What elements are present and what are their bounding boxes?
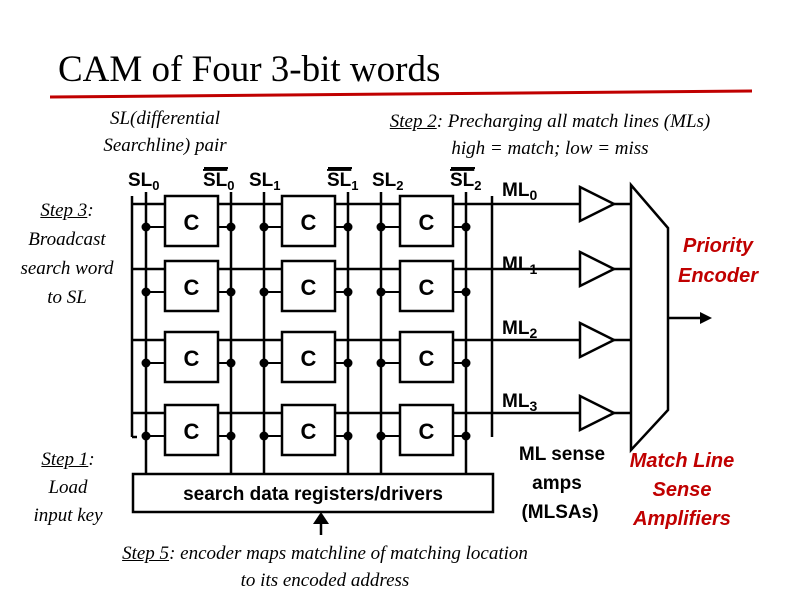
priority-label-line1: Priority: [683, 235, 754, 257]
cam-cell-r2-c0: [163, 330, 220, 384]
mlsa-red-line1: Match Line: [630, 450, 734, 472]
cam-cell-r2-c2: [398, 330, 455, 384]
cam-cell-label-r0-c0: C: [184, 210, 200, 235]
step2-line1: Step 2: Precharging all match lines (MLs…: [330, 108, 770, 135]
cam-cell-label-r3-c1: C: [301, 419, 317, 444]
searchline-label-3: SL1: [327, 170, 359, 193]
slide-title: CAM of Four 3-bit words: [58, 49, 441, 90]
step3-line1: Step 3:: [0, 196, 134, 225]
mlsa-red-line2: Sense: [653, 479, 712, 501]
cam-cell-r3-c1: [280, 403, 337, 457]
cam-cell-label-r1-c1: C: [301, 275, 317, 300]
searchline-label-4: SL2: [372, 170, 404, 193]
cam-cell-label-r3-c0: C: [184, 419, 200, 444]
mlsa-label-line3: (MLSAs): [521, 502, 598, 523]
matchline-label-3: ML3: [502, 391, 537, 414]
register-label: search data registers/drivers: [183, 484, 443, 505]
ml-sense-amp-3: [578, 393, 617, 433]
step3-line4: to SL: [47, 287, 87, 308]
input-arrow-head: [313, 512, 329, 524]
step5-text1: : encoder maps matchline of matching loc…: [169, 543, 528, 564]
cam-cell-r2-c1: [280, 330, 337, 384]
cam-cell-label-r2-c2: C: [419, 346, 435, 371]
title-underline: [49, 89, 753, 99]
matchline-label-0: ML0: [502, 180, 537, 203]
cam-cell-r3-c2: [398, 403, 455, 457]
step3-line3: search word: [20, 258, 114, 279]
step2-text1: : Precharging all match lines (MLs): [436, 111, 711, 132]
step3-line2: Broadcast: [28, 229, 106, 250]
searchline-label-0: SL0: [128, 170, 160, 193]
cam-cell-r0-c2: [398, 194, 455, 248]
ml-sense-amp-2: [578, 320, 617, 360]
step1-line2: Load: [48, 477, 88, 498]
step1-label: Step 1: [41, 449, 89, 470]
cam-cell-r1-c0: [163, 259, 220, 313]
search-lines: [144, 192, 468, 474]
ml-sense-amp-0: [578, 184, 617, 224]
priority-label-line2: Encoder: [678, 265, 759, 287]
step5-line2: to its encoded address: [240, 570, 410, 591]
step5-line1: Step 5: encoder maps matchline of matchi…: [55, 540, 595, 567]
cam-cells: C C C C C C C C C C C C: [141, 194, 471, 457]
sl-note-line1: SL(differential: [109, 108, 221, 129]
mlsa-label-line2: amps: [532, 473, 582, 494]
step2-note: Step 2: Precharging all match lines (MLs…: [330, 108, 770, 162]
cam-cell-label-r0-c1: C: [301, 210, 317, 235]
searchline-label-5: SL2: [450, 170, 482, 193]
searchline-label-2: SL1: [249, 170, 281, 193]
ml-sense-amp-1: [578, 249, 617, 289]
mlsa-label-line1: ML sense: [519, 444, 605, 465]
step1-text1: :: [88, 449, 95, 470]
step2-label: Step 2: [389, 111, 437, 132]
cam-cell-label-r1-c0: C: [184, 275, 200, 300]
step3-note: Step 3: Broadcast search word to SL: [0, 196, 134, 312]
encoder-output-arrowhead: [700, 312, 712, 324]
searchline-label-1: SL0: [203, 170, 235, 193]
cam-cell-r0-c0: [163, 194, 220, 248]
mlsa-red-line3: Amplifiers: [632, 508, 731, 530]
matchline-label-2: ML2: [502, 318, 537, 341]
step3-label: Step 3: [40, 200, 88, 221]
step5-note: Step 5: encoder maps matchline of matchi…: [55, 540, 595, 594]
priority-encoder-block: [629, 181, 670, 454]
cam-cell-r1-c2: [398, 259, 455, 313]
cam-cell-label-r3-c2: C: [419, 419, 435, 444]
cam-cell-r3-c0: [163, 403, 220, 457]
step1-note: Step 1: Load input key: [6, 446, 130, 530]
cam-cell-label-r0-c2: C: [419, 210, 435, 235]
step5-label: Step 5: [122, 543, 170, 564]
cam-cell-label-r2-c1: C: [301, 346, 317, 371]
step2-line2: high = match; low = miss: [451, 138, 649, 159]
cam-cell-r0-c1: [280, 194, 337, 248]
cam-cell-r1-c1: [280, 259, 337, 313]
cam-cell-label-r2-c0: C: [184, 346, 200, 371]
step3-text1: :: [87, 200, 94, 221]
sl-note: SL(differential Searchline) pair: [80, 105, 250, 159]
sl-note-line2: Searchline) pair: [103, 135, 227, 156]
step1-line3: input key: [33, 505, 103, 526]
cam-cell-label-r1-c2: C: [419, 275, 435, 300]
matchline-label-1: ML1: [502, 254, 537, 277]
step1-line1: Step 1:: [6, 446, 130, 474]
search-data-register-box: [131, 472, 495, 514]
